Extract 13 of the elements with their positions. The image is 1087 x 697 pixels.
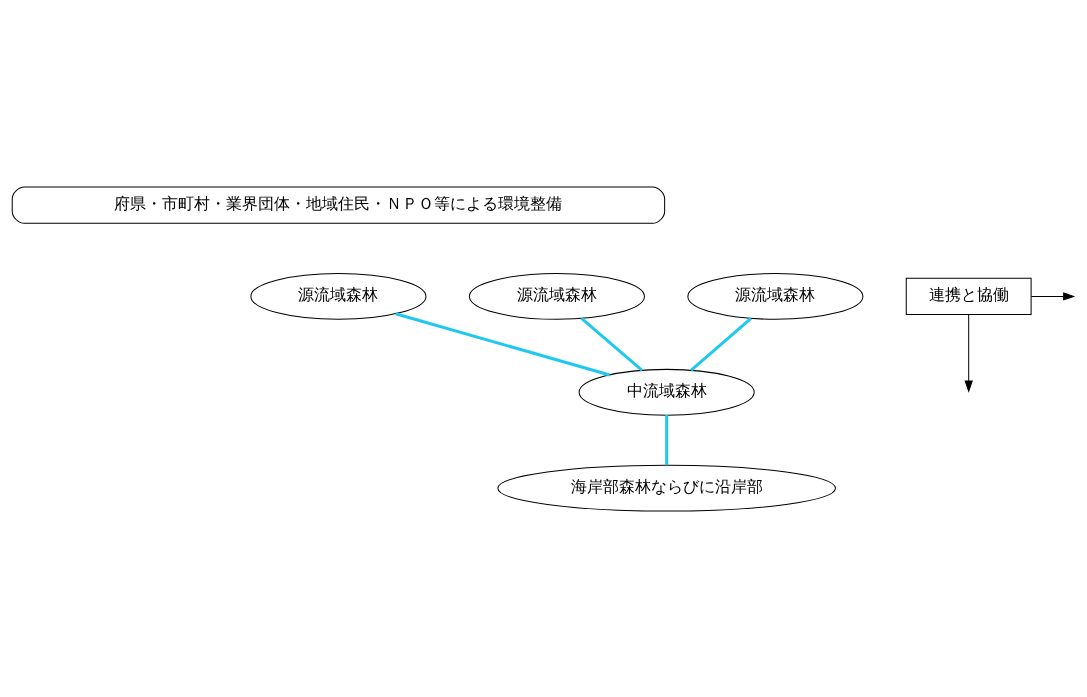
arrow bbox=[1030, 291, 1076, 301]
node-ellipse: 海岸部森林ならびに沿岸部 bbox=[497, 464, 836, 512]
node-box: 府県・市町村・業界団体・地域住民・ＮＰＯ等による環境整備 bbox=[11, 186, 666, 224]
node-ellipse: 源流域森林 bbox=[687, 272, 864, 320]
node-ellipse: 源流域森林 bbox=[250, 272, 427, 320]
connector bbox=[580, 316, 644, 371]
node-ellipse: 源流域森林 bbox=[468, 272, 645, 320]
connector bbox=[395, 311, 610, 376]
node-ellipse: 中流域森林 bbox=[578, 368, 755, 416]
connector bbox=[665, 414, 669, 465]
node-box: 連携と協働 bbox=[905, 277, 1032, 315]
arrow bbox=[964, 313, 973, 393]
connector bbox=[690, 316, 752, 371]
